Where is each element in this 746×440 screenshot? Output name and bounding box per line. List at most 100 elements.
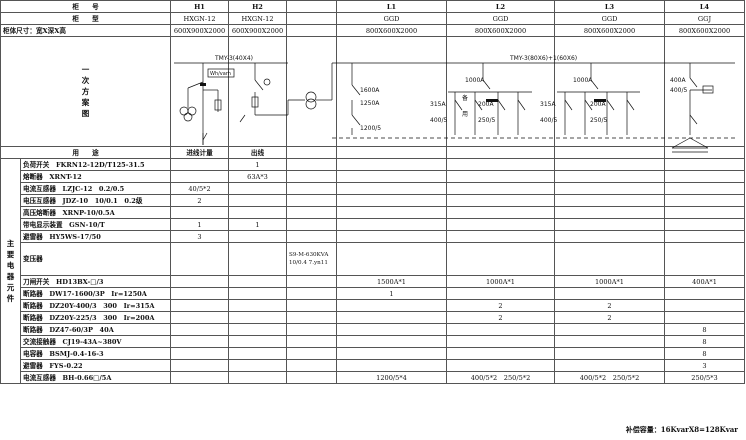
component-qty-l3 [554,242,665,276]
component-qty-h2 [228,299,287,312]
scheme-cell-l1 [336,36,447,147]
usage-h2: 出线 [228,146,287,159]
component-qty-h1 [170,275,229,288]
transformer-column-cell: S9-M-630KVA 10/0.4 7.yn11 [286,242,337,276]
component-qty-h2 [228,347,287,360]
component-qty-l3 [554,347,665,360]
transformer-column-cell [286,194,337,207]
component-qty-l1 [336,206,447,219]
component-qty-h1: 1 [170,218,229,231]
component-qty-l1: 1 [336,287,447,300]
component-name: 带电显示装置 GSN-10/T [20,218,171,231]
transformer-column-blank [286,12,337,25]
component-name: 电流互感器 BH-0.66□/5A [20,371,171,384]
component-qty-l2 [446,194,555,207]
transformer-column-cell [286,170,337,183]
component-name: 变压器 [20,242,171,276]
cabinet-size-l4: 800X600X2000 [664,24,745,37]
scheme-cell-h1 [170,36,229,147]
component-row: 高压熔断器 XRNP-10/0.5A [1,206,745,219]
cabinet-size-l2: 800X600X2000 [446,24,555,37]
component-qty-l2 [446,335,555,348]
transformer-column-cell [286,158,337,171]
component-qty-l4 [664,242,745,276]
cabinet-type-h1: HXGN-12 [170,12,229,25]
component-qty-l4 [664,299,745,312]
component-qty-h2 [228,359,287,372]
component-qty-h1 [170,347,229,360]
component-qty-l3 [554,323,665,336]
component-qty-l1 [336,335,447,348]
component-name: 电流互感器 LZJC-12 0.2/0.5 [20,182,171,195]
component-qty-l4 [664,206,745,219]
row-label-cabinet-number: 柜 号 [0,0,171,13]
component-name: 电容器 BSMJ-0.4-16-3 [20,347,171,360]
component-qty-l4 [664,182,745,195]
component-qty-h1 [170,371,229,384]
cabinet-type-row: 柜 型 HXGN-12 HXGN-12 GGD GGD GGD GGJ [0,12,745,25]
component-qty-h1 [170,158,229,171]
transformer-ratio: 10/0.4 7.yn11 [289,260,328,266]
component-qty-l4 [664,158,745,171]
component-qty-l2 [446,359,555,372]
transformer-column-cell [286,275,337,288]
component-qty-l3 [554,230,665,243]
component-qty-h2 [228,335,287,348]
component-row: 变压器 S9-M-630KVA 10/0.4 7.yn11 [1,242,745,276]
usage-l3 [554,146,665,159]
component-qty-l1 [336,311,447,324]
component-qty-l4 [664,311,745,324]
component-qty-l3 [554,206,665,219]
component-qty-l4: 8 [664,323,745,336]
component-name: 负荷开关 FKRN12-12D/T125-31.5 [20,158,171,171]
component-qty-l3: 2 [554,311,665,324]
component-qty-l1: 1500A*1 [336,275,447,288]
component-qty-l4 [664,194,745,207]
component-qty-l2 [446,230,555,243]
compensation-capacity-note: 补偿容量：16KvarX8=128Kvar [625,425,738,434]
scheme-cell-h2 [228,36,287,147]
component-qty-h2 [228,311,287,324]
component-qty-l1: 1200/5*4 [336,371,447,384]
component-qty-l3 [554,335,665,348]
component-qty-h2 [228,194,287,207]
usage-l2 [446,146,555,159]
component-qty-h2 [228,371,287,384]
component-qty-h1: 2 [170,194,229,207]
component-name: 断路器 DZ20Y-400/3 300 Ir=315A [20,299,171,312]
usage-h1: 进线计量 [170,146,229,159]
component-qty-l3: 2 [554,299,665,312]
main-components-side-label: 主 要 电 器 元 件 [0,158,21,384]
component-qty-h2: 1 [228,218,287,231]
component-qty-l4: 400A*1 [664,275,745,288]
cabinet-number-l1: L1 [336,0,447,13]
cabinet-size-h1: 600X900X2000 [170,24,229,37]
component-qty-l2 [446,347,555,360]
component-qty-l4 [664,170,745,183]
cabinet-size-row: 柜体尺寸：宽X深X高 600X900X2000 600X900X2000 800… [0,24,745,37]
component-qty-l2 [446,206,555,219]
component-qty-l4 [664,218,745,231]
component-qty-l2 [446,218,555,231]
component-qty-l2 [446,158,555,171]
component-row: 主 要 电 器 元 件负荷开关 FKRN12-12D/T125-31.5 1 [0,158,745,384]
component-qty-l3 [554,158,665,171]
transformer-model: S9-M-630KVA [289,252,329,258]
component-qty-l1 [336,182,447,195]
cabinet-number-h2: H2 [228,0,287,13]
component-qty-l2 [446,242,555,276]
component-qty-l3 [554,359,665,372]
cabinet-number-l3: L3 [554,0,665,13]
component-qty-l2 [446,170,555,183]
component-name: 避雷器 HY5WS-17/50 [20,230,171,243]
component-qty-h1 [170,206,229,219]
component-qty-l1 [336,218,447,231]
component-qty-l1 [336,230,447,243]
